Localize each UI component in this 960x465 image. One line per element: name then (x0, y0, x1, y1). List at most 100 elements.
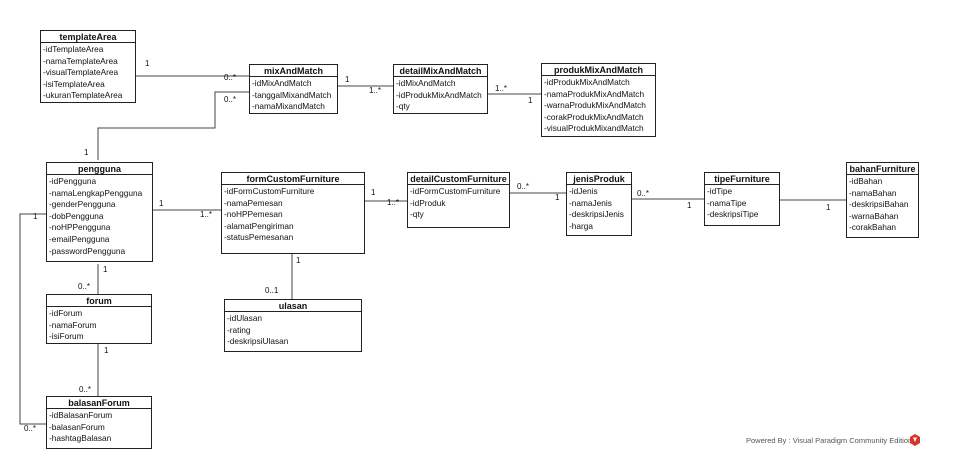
multiplicity-label: 1 (687, 201, 692, 210)
class-name: formCustomFurniture (222, 173, 364, 185)
multiplicity-label: 0..* (224, 95, 237, 104)
attribute: -noHPPemesan (224, 209, 283, 220)
class-balasanforum[interactable]: balasanForum -idBalasanForum -balasanFor… (46, 396, 152, 449)
attribute: -corakBahan (849, 222, 897, 233)
multiplicity-label: 1..* (495, 84, 508, 93)
attribute: -genderPengguna (49, 199, 116, 210)
class-pengguna[interactable]: pengguna -idPengguna -namaLengkapPenggun… (46, 162, 153, 262)
attribute: -namaLengkapPengguna (49, 187, 143, 198)
attribute: -dobPengguna (49, 210, 104, 221)
class-formcustomfurniture[interactable]: formCustomFurniture -idFormCustomFurnitu… (221, 172, 365, 254)
attribute: -deskripsiJenis (569, 209, 624, 220)
attribute: -idMixAndMatch (252, 78, 312, 88)
attribute: -ukuranTemplateArea (43, 90, 123, 101)
multiplicity-label: 1..* (369, 86, 382, 95)
class-produkmixandmatch[interactable]: produkMixAndMatch -idProdukMixAndMatch -… (541, 63, 656, 137)
class-detailmixandmatch[interactable]: detailMixAndMatch -idMixAndMatch -idProd… (393, 64, 488, 114)
attribute: -emailPengguna (49, 233, 110, 244)
attribute: -idMixAndMatch (396, 78, 456, 88)
attribute: -hashtagBalasan (49, 433, 112, 444)
attribute: -deskripsiUlasan (227, 336, 289, 347)
class-name: produkMixAndMatch (542, 64, 655, 76)
class-bahanfurniture[interactable]: bahanFurniture -idBahan -namaBahan -desk… (846, 162, 919, 238)
assoc-pengguna-balasanforum (19, 213, 46, 425)
multiplicity-label: 1 (104, 346, 109, 355)
class-name: detailMixAndMatch (394, 65, 487, 77)
attribute: -idProduk (410, 197, 446, 208)
visual-paradigm-logo-icon (910, 434, 920, 446)
multiplicity-label: 1 (103, 265, 108, 274)
class-name: jenisProduk (567, 173, 631, 185)
attribute: -idFormCustomFurniture (410, 186, 501, 196)
class-ulasan[interactable]: ulasan -idUlasan -rating -deskripsiUlasa… (224, 299, 362, 352)
attribute: -idTipe (707, 186, 733, 196)
attribute: -idBalasanForum (49, 410, 113, 420)
class-tipefurniture[interactable]: tipeFurniture -idTipe -namaTipe -deskrip… (704, 172, 780, 226)
class-name: bahanFurniture (847, 163, 918, 175)
attribute: -qty (396, 101, 410, 112)
attribute: -idProdukMixAndMatch (396, 89, 482, 100)
multiplicity-label: 1 (159, 199, 164, 208)
attribute: -idTemplateArea (43, 44, 104, 54)
multiplicity-label: 0..* (78, 282, 91, 291)
attribute: -visualTemplateArea (43, 67, 119, 78)
powered-by-footer: Powered By : Visual Paradigm Community E… (746, 436, 913, 445)
attribute: -corakProdukMixAndMatch (544, 111, 644, 122)
attribute: -isiTemplateArea (43, 78, 105, 89)
multiplicity-label: 1 (145, 59, 150, 68)
multiplicity-label: 1 (296, 256, 301, 265)
multiplicity-label: 1..* (200, 210, 213, 219)
class-name: forum (47, 295, 151, 307)
class-templatearea[interactable]: templateArea -idTemplateArea -namaTempla… (40, 30, 136, 103)
attribute: -namaBahan (849, 187, 897, 198)
attribute: -deskripsiBahan (849, 199, 909, 210)
attribute: -balasanForum (49, 421, 105, 432)
attribute: -idFormCustomFurniture (224, 186, 315, 196)
attribute: -isiForum (49, 331, 84, 342)
attribute: -noHPPengguna (49, 222, 111, 233)
attribute: -namaTipe (707, 197, 747, 208)
attribute: -statusPemesanan (224, 232, 294, 243)
class-mixandmatch[interactable]: mixAndMatch -idMixAndMatch -tanggalMixan… (249, 64, 338, 114)
attribute: -namaTemplateArea (43, 55, 118, 66)
class-name: mixAndMatch (250, 65, 337, 77)
multiplicity-label: 1..* (387, 198, 400, 207)
attribute: -warnaProdukMixAndMatch (544, 100, 646, 111)
attribute: -rating (227, 324, 251, 335)
multiplicity-label: 1 (84, 148, 89, 157)
multiplicity-label: 0..* (24, 424, 37, 433)
attribute: -idUlasan (227, 313, 263, 323)
attribute: -idBahan (849, 176, 883, 186)
multiplicity-label: 1 (826, 203, 831, 212)
class-detailcustomfurniture[interactable]: detailCustomFurniture -idFormCustomFurni… (407, 172, 510, 228)
attribute: -passwordPengguna (49, 245, 126, 256)
attribute: -namaForum (49, 319, 97, 330)
multiplicity-label: 0..* (224, 73, 237, 82)
multiplicity-label: 1 (555, 193, 560, 202)
class-jenisproduk[interactable]: jenisProduk -idJenis -namaJenis -deskrip… (566, 172, 632, 236)
attribute: -warnaBahan (849, 210, 899, 221)
attribute: -idJenis (569, 186, 598, 196)
attribute: -tanggalMixandMatch (252, 89, 332, 100)
attribute: -qty (410, 209, 424, 220)
attribute: -deskripsiTipe (707, 209, 759, 220)
attribute: -visualProdukMixandMatch (544, 123, 644, 134)
attribute: -alamatPengiriman (224, 220, 294, 231)
attribute: -idPengguna (49, 176, 97, 186)
multiplicity-label: 1 (528, 96, 533, 105)
multiplicity-label: 0..* (79, 385, 92, 394)
class-forum[interactable]: forum -idForum -namaForum -isiForum (46, 294, 152, 344)
class-name: tipeFurniture (705, 173, 779, 185)
attribute: -harga (569, 220, 593, 231)
multiplicity-label: 0..* (517, 182, 530, 191)
class-name: balasanForum (47, 397, 151, 409)
multiplicity-label: 1 (371, 188, 376, 197)
attribute: -idForum (49, 308, 83, 318)
multiplicity-label: 1 (33, 212, 38, 221)
attribute: -namaPemesan (224, 197, 283, 208)
multiplicity-label: 0..* (637, 189, 650, 198)
attribute: -idProdukMixAndMatch (544, 77, 630, 87)
class-name: pengguna (47, 163, 152, 175)
